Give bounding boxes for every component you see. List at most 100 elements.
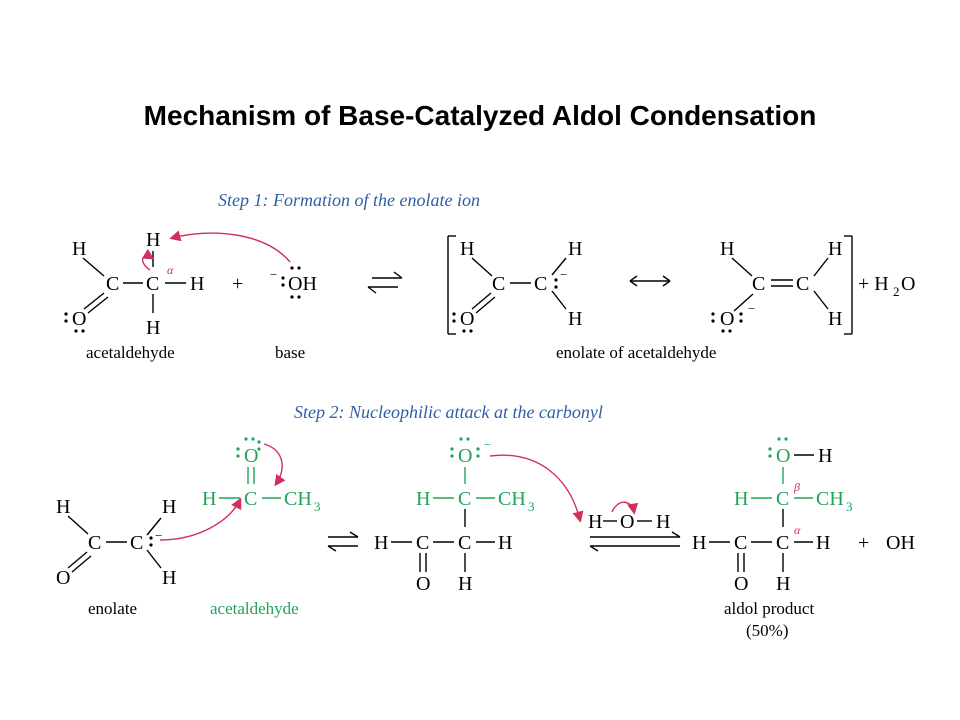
atom-h: H — [72, 238, 86, 260]
atom-h: H — [818, 445, 832, 467]
atom-c: C — [734, 532, 747, 554]
atom-h: H — [162, 567, 176, 589]
atom-o: O — [244, 445, 258, 467]
label-aldol-product: aldol product — [724, 599, 814, 618]
label-acetaldehyde-green: acetaldehyde — [210, 599, 299, 618]
atom-o: O — [460, 308, 474, 330]
minus-charge: − — [270, 267, 277, 282]
water-reagent: H O H — [588, 501, 670, 533]
resonance-arrow — [629, 275, 671, 287]
atom-c: C — [752, 273, 765, 295]
water-text: + H — [858, 273, 889, 295]
atom-c: C — [458, 488, 471, 510]
atom-c: C — [106, 273, 119, 295]
atom-h: H — [162, 496, 176, 518]
label-enolate: enolate — [88, 599, 137, 618]
minus-charge: − — [560, 267, 567, 282]
equilibrium-arrow — [367, 271, 403, 294]
atom-c: C — [458, 532, 471, 554]
subscript: 3 — [314, 499, 321, 514]
label-yield: (50%) — [746, 621, 788, 640]
minus-charge: − — [484, 437, 491, 452]
subscript: 3 — [846, 499, 853, 514]
atom-h: H — [656, 511, 670, 533]
electron-arrow — [159, 497, 242, 541]
label-base: base — [275, 343, 305, 362]
atom-h: H — [146, 317, 160, 339]
atom-o: O — [901, 273, 915, 295]
atom-c: C — [146, 273, 159, 295]
atom-c: C — [796, 273, 809, 295]
minus-charge: − — [155, 528, 162, 543]
atom-o: O — [776, 445, 790, 467]
atom-h: H — [190, 273, 204, 295]
plus-sign: + — [232, 273, 243, 295]
enolate-carbanion-form: H C C − H H O — [452, 238, 582, 333]
atom-ch3: CH — [284, 488, 312, 510]
atom-c: C — [776, 532, 789, 554]
atom-ch3: CH — [816, 488, 844, 510]
atom-h: H — [568, 238, 582, 260]
atom-h: H — [458, 573, 472, 595]
atom-o: O — [72, 308, 86, 330]
plus-sign: + — [858, 532, 869, 554]
atom-o: O — [734, 573, 748, 595]
atom-o: O — [720, 308, 734, 330]
atom-c: C — [88, 532, 101, 554]
atom-h: H — [460, 238, 474, 260]
equilibrium-arrow — [589, 531, 681, 552]
atom-c: C — [534, 273, 547, 295]
equilibrium-arrow — [327, 531, 359, 552]
minus-charge: − — [748, 301, 755, 316]
atom-c: C — [776, 488, 789, 510]
atom-o: O — [416, 573, 430, 595]
atom-h: H — [588, 511, 602, 533]
subscript: 3 — [528, 499, 535, 514]
atom-c: C — [130, 532, 143, 554]
atom-o: O — [620, 511, 634, 533]
atom-h: H — [828, 238, 842, 260]
atom-c: C — [492, 273, 505, 295]
aldol-product-structure: O H H C β CH 3 H C C α H O H — [692, 437, 853, 595]
atom-c: C — [416, 532, 429, 554]
alpha-label: α — [167, 263, 174, 277]
water-product: + H 2 O — [858, 273, 915, 299]
atom-h: H — [568, 308, 582, 330]
label-enolate-of-acetaldehyde: enolate of acetaldehyde — [556, 343, 716, 362]
label-acetaldehyde: acetaldehyde — [86, 343, 175, 362]
atom-o: O — [56, 567, 70, 589]
atom-o: O — [458, 445, 472, 467]
atom-h: H — [374, 532, 388, 554]
hydroxide-structure: − OH — [270, 266, 317, 299]
atom-h: H — [416, 488, 430, 510]
atom-h: H — [816, 532, 830, 554]
page-title: Mechanism of Base-Catalyzed Aldol Conden… — [143, 100, 817, 131]
step1-heading: Step 1: Formation of the enolate ion — [218, 190, 480, 210]
atom-h: H — [498, 532, 512, 554]
atom-h: H — [720, 238, 734, 260]
electron-arrow — [169, 230, 291, 263]
alpha-label: α — [794, 523, 801, 537]
atom-h: H — [734, 488, 748, 510]
atom-h: H — [56, 496, 70, 518]
atom-ch3: CH — [498, 488, 526, 510]
step2-heading: Step 2: Nucleophilic attack at the carbo… — [294, 402, 603, 422]
enolate-structure: H C C − H H O — [56, 496, 176, 589]
acetaldehyde-structure: H C C H H H O α — [64, 229, 204, 339]
atom-h: H — [776, 573, 790, 595]
atom-oh: OH — [886, 532, 915, 554]
resonance-bracket — [447, 235, 853, 335]
electron-arrow — [489, 454, 584, 523]
atom-c: C — [244, 488, 257, 510]
atom-h: H — [692, 532, 706, 554]
atom-h: H — [828, 308, 842, 330]
acetaldehyde-green-structure: O H C CH 3 — [202, 437, 321, 514]
enolate-oxyanion-form: H C C H H O − — [711, 238, 842, 333]
atom-h: H — [202, 488, 216, 510]
subscript: 2 — [893, 284, 900, 299]
atom-h: H — [146, 229, 160, 251]
beta-label: β — [793, 480, 800, 494]
atom-oh: OH — [288, 273, 317, 295]
alkoxide-intermediate: O − H C CH 3 H C C H O H — [374, 437, 535, 595]
